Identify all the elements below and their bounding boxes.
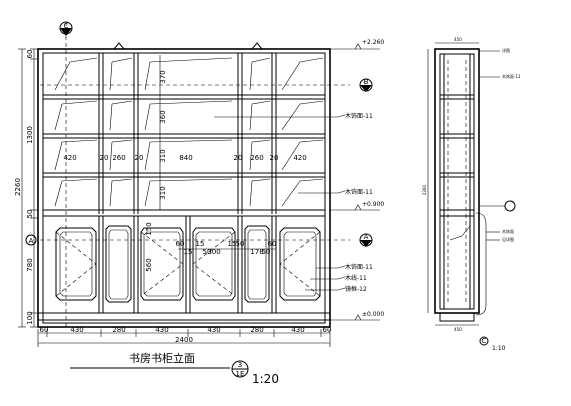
side-note-4: 见详图	[502, 236, 514, 242]
material-label-1: 木饰面-11	[345, 112, 373, 120]
drawing-scale: 1:20	[252, 372, 279, 386]
shelf-width-1: 420	[63, 154, 76, 162]
height-dim-60: 60	[26, 50, 34, 59]
svg-text:20: 20	[234, 154, 243, 162]
svg-text:50: 50	[203, 248, 212, 256]
drawing-title: 书房书柜立面	[129, 351, 195, 365]
width-dim-2: 430	[70, 326, 83, 334]
shelf-width-3: 840	[179, 154, 192, 162]
glass-reflections	[54, 57, 324, 207]
svg-text:20: 20	[270, 154, 279, 162]
height-dim-100: 100	[26, 311, 34, 324]
door-dim-50: 50	[236, 240, 245, 248]
shelf-height-2: 360	[159, 110, 167, 123]
width-dim-4: 430	[155, 326, 168, 334]
marker-top-label: C	[64, 22, 69, 30]
material-label-3: 木饰面-11	[345, 263, 373, 271]
door-dim-178: 178	[250, 248, 263, 256]
height-dim-780: 780	[26, 258, 34, 271]
level-top: +2.260	[362, 39, 384, 46]
marker-right-a-label: B	[364, 78, 369, 86]
svg-text:15: 15	[184, 248, 193, 256]
marker-left-label: A	[29, 237, 34, 245]
side-detail-marker	[504, 200, 516, 212]
side-note-2: 木饰面-11	[502, 73, 521, 79]
shelf-height-3: 310	[159, 149, 167, 162]
lower-verticals	[98, 216, 277, 313]
svg-text:20: 20	[100, 154, 109, 162]
cabinet-inner-frame	[42, 52, 326, 324]
shelf-width-5: 420	[293, 154, 306, 162]
main-elevation: C A B A 420 260 840 260 420 20 20 20 20	[14, 21, 384, 347]
level-mid: +0.900	[362, 201, 384, 208]
section-marker-right-a: B	[359, 78, 373, 92]
level-zero: ±0.000	[362, 311, 384, 318]
svg-text:450: 450	[454, 327, 462, 332]
door-dim-60: 60	[268, 240, 277, 248]
door-dim-300: 300	[207, 248, 220, 256]
width-dim-8: 60	[323, 326, 332, 334]
material-label-2: 木饰面-11	[345, 188, 373, 196]
height-dim-1300: 1300	[26, 126, 34, 144]
shelf-height-1: 370	[159, 70, 167, 83]
side-height-dim: 2260	[422, 184, 427, 195]
title-block: 书房书柜立面 3 1E 1:20	[70, 351, 279, 386]
width-dim-6: 280	[250, 326, 263, 334]
width-dimension-chain: 60 430 280 430 430 280 430 60 2400	[37, 326, 332, 347]
width-dim-5: 430	[207, 326, 220, 334]
side-section-marker	[479, 336, 489, 346]
height-dim-50: 50	[26, 210, 34, 219]
material-label-5: 镜框-12	[345, 285, 367, 293]
side-marker-label: C	[482, 337, 487, 345]
svg-text:60: 60	[176, 240, 185, 248]
top-ticks	[113, 42, 263, 50]
side-scale: 1:10	[492, 345, 506, 352]
shelf-width-2: 260	[112, 154, 125, 162]
side-note-1: 详图	[502, 47, 510, 53]
door-dim-560: 560	[145, 258, 153, 271]
section-marker-top: C	[59, 21, 73, 36]
side-section: 2260 450 450 详图 木饰面-11 木饰面 见详图 C 1:10	[422, 37, 521, 352]
overall-width: 2400	[175, 336, 193, 344]
door-dim-15: 15	[228, 240, 237, 248]
svg-text:50: 50	[262, 248, 271, 256]
shelves	[43, 94, 325, 217]
section-marker-right-b: A	[359, 233, 373, 247]
svg-text:15: 15	[196, 240, 205, 248]
side-note-3: 木饰面	[502, 228, 514, 234]
symbol-sheet: 1E	[236, 370, 245, 378]
symbol-number: 3	[238, 361, 242, 369]
overall-height: 2260	[14, 178, 22, 196]
width-dim-7: 430	[291, 326, 304, 334]
height-dimension-chain: 2260 60 1300 50 780 100	[14, 48, 38, 328]
svg-text:20: 20	[135, 154, 144, 162]
shelf-height-4: 310	[159, 186, 167, 199]
marker-right-b-label: A	[364, 233, 369, 241]
door-dim-150: 150	[145, 222, 153, 235]
door-panels	[55, 225, 321, 303]
width-dim-1: 60	[40, 326, 49, 334]
side-outer-frame	[434, 48, 480, 314]
cabinet-outer-frame	[37, 48, 331, 328]
level-markers: +2.260 +0.900 ±0.000	[330, 39, 384, 321]
section-marker-left: A	[25, 234, 37, 246]
width-dim-3: 280	[112, 326, 125, 334]
material-label-4: 木线-11	[345, 274, 367, 282]
material-leaders: 木饰面-11 木饰面-11 木饰面-11 木线-11 镜框-12	[214, 112, 373, 293]
svg-text:450: 450	[454, 37, 462, 42]
shelf-width-4: 260	[250, 154, 263, 162]
